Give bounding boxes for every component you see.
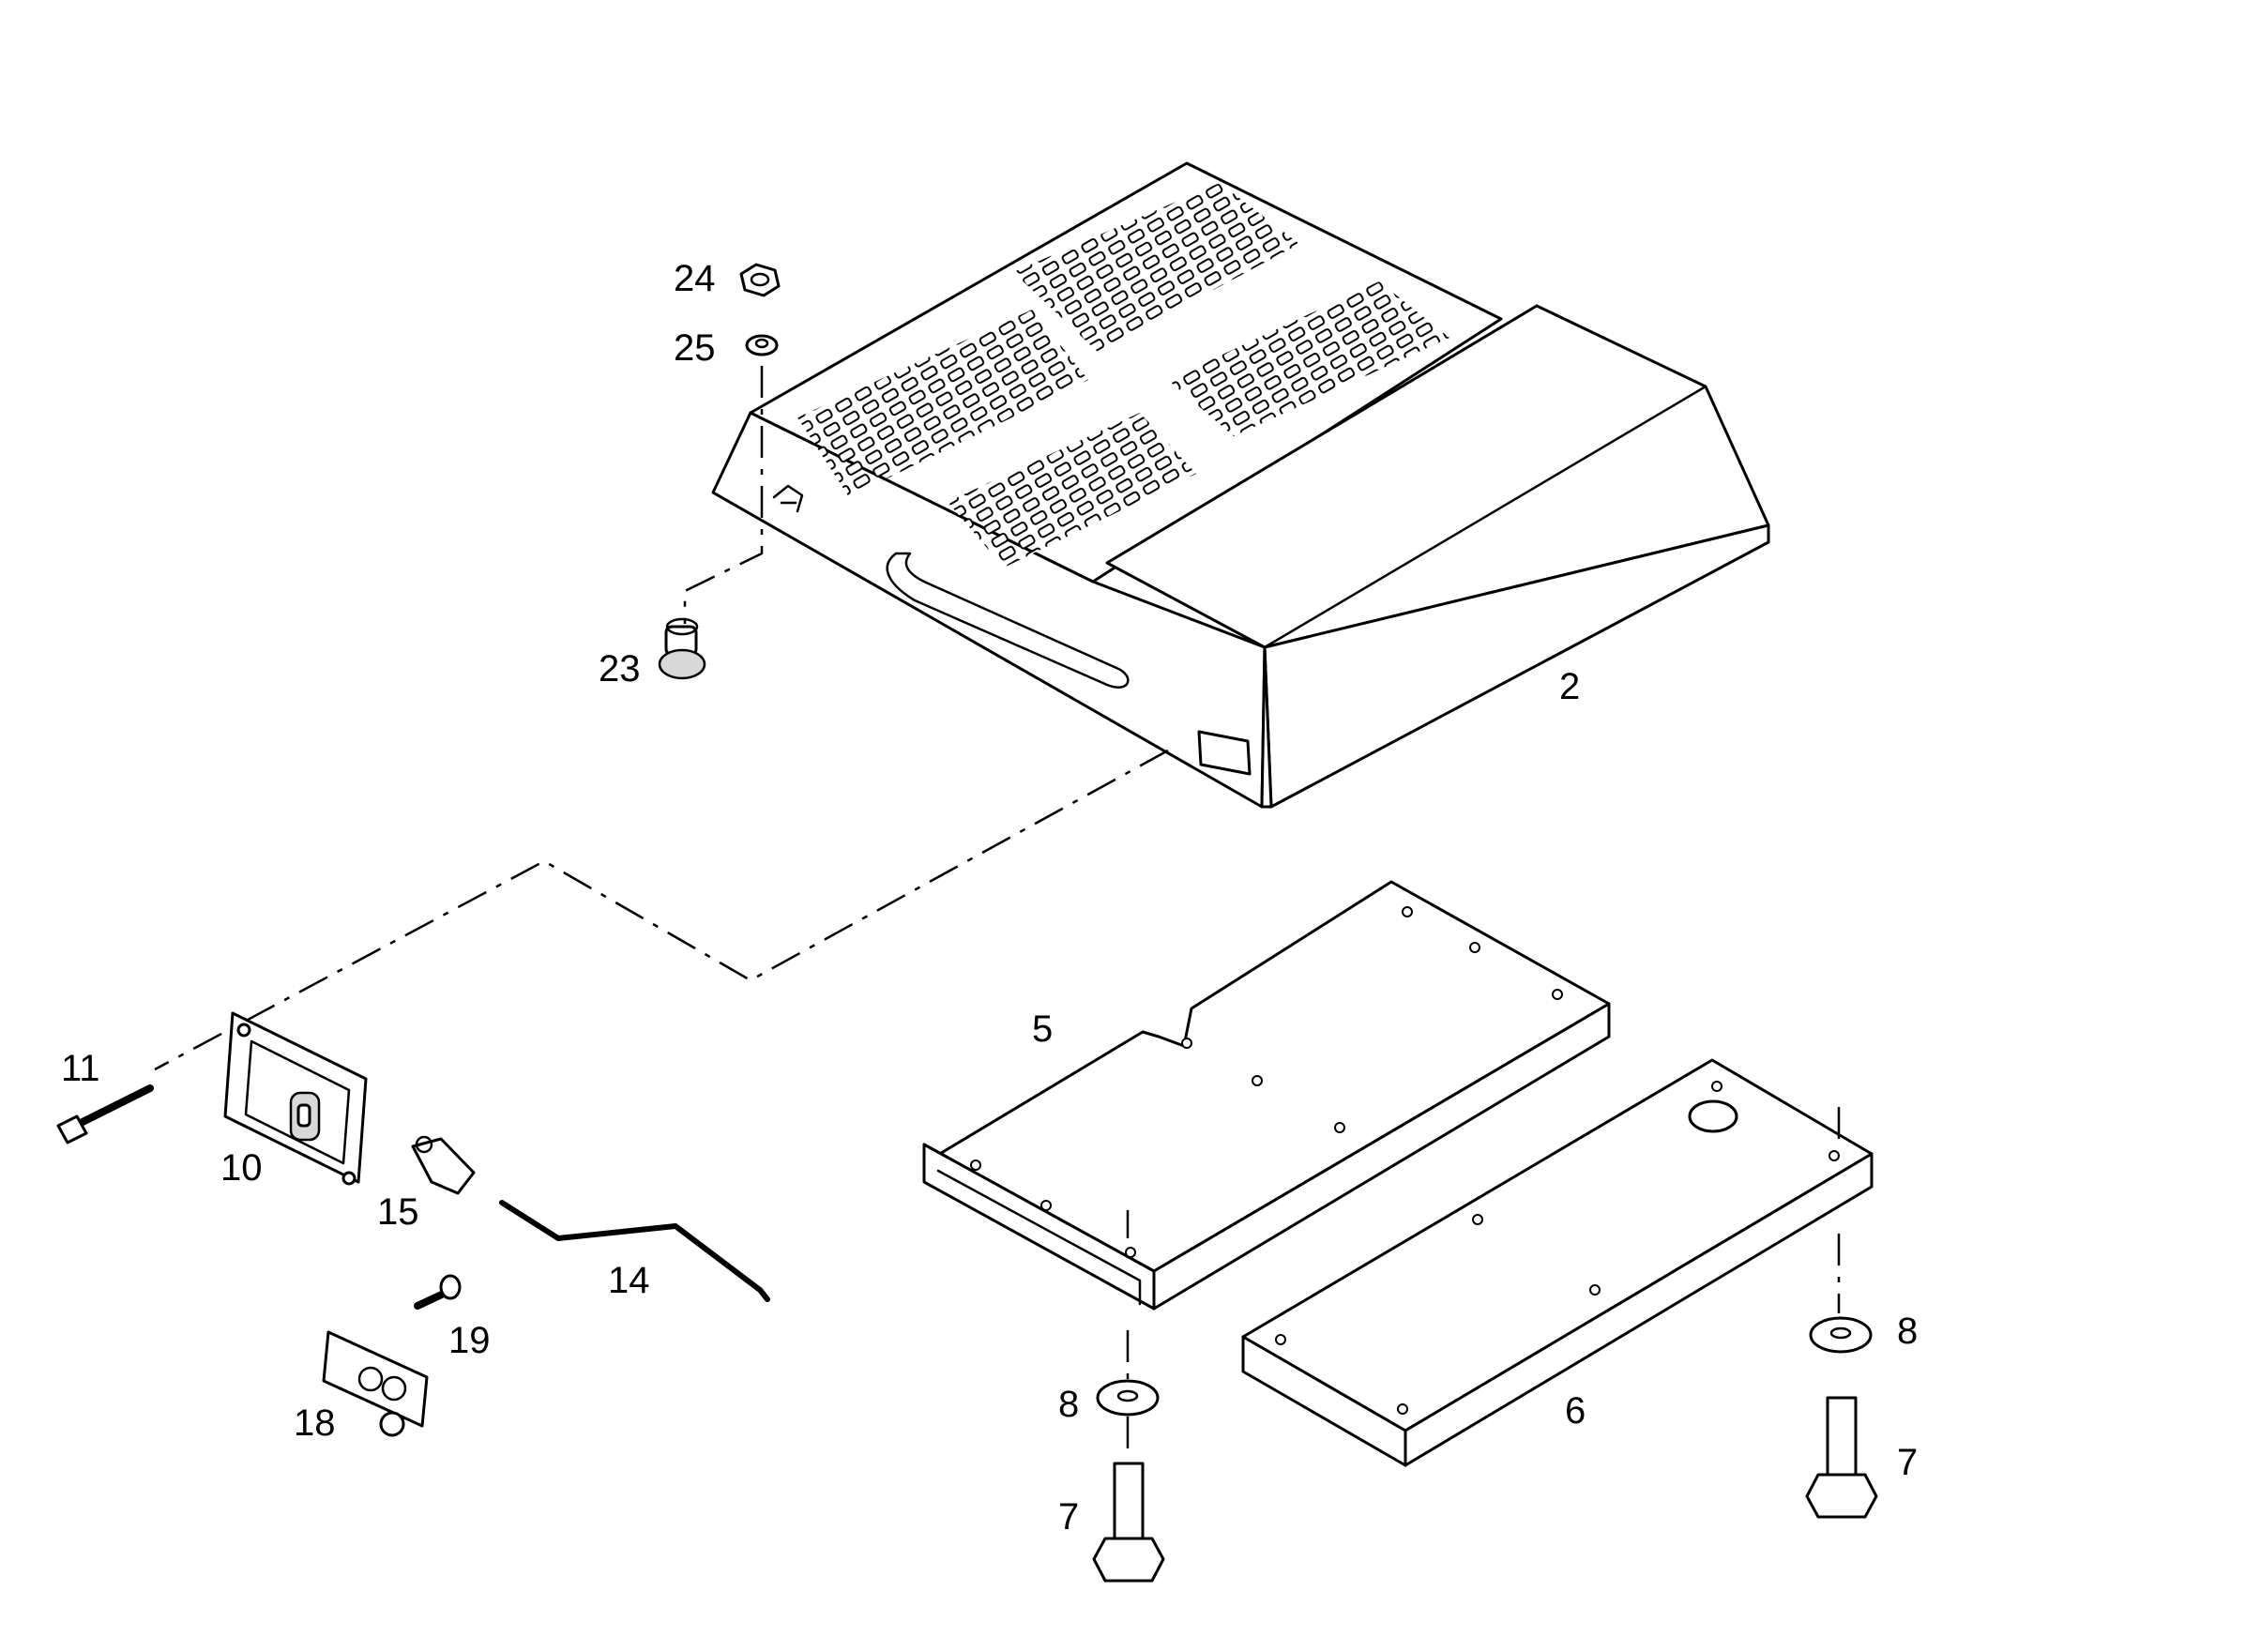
callout-7-right: 7 (1897, 1442, 1918, 1483)
callout-25: 25 (674, 327, 716, 369)
base-plate-lower (1241, 1058, 1874, 1467)
callout-24: 24 (674, 258, 716, 299)
callout-18: 18 (294, 1402, 336, 1444)
callout-11: 11 (61, 1048, 100, 1089)
base-plate-upper (922, 880, 1611, 1311)
leader-lock-path (154, 749, 1169, 1071)
cover-housing (711, 161, 1770, 809)
vent-panel-3 (948, 413, 1196, 568)
hex-nut (739, 263, 781, 297)
callout-14: 14 (608, 1260, 650, 1301)
callout-15: 15 (377, 1191, 419, 1233)
screw-long (56, 1084, 154, 1144)
vent-panel-2 (1013, 183, 1299, 352)
screw-short (414, 1274, 462, 1310)
brand-mark-icon (772, 484, 804, 513)
callout-7-left: 7 (1058, 1496, 1079, 1538)
stud-bolt (658, 617, 706, 680)
callout-10: 10 (220, 1147, 263, 1189)
washer-left (1096, 1379, 1160, 1417)
latch-clip (411, 1135, 476, 1195)
bolt-right (1805, 1396, 1878, 1519)
callout-6: 6 (1565, 1390, 1586, 1432)
callout-2: 2 (1559, 666, 1580, 707)
latch-window (1197, 730, 1252, 776)
vent-panel-4 (1168, 281, 1449, 436)
washer-right (1809, 1316, 1873, 1354)
callout-8-right: 8 (1897, 1311, 1918, 1352)
callout-8-left: 8 (1058, 1384, 1079, 1425)
callout-19: 19 (448, 1320, 491, 1361)
callout-23: 23 (599, 648, 641, 690)
bolt-left (1092, 1462, 1165, 1583)
mounting-bracket (322, 1330, 429, 1437)
linkage-rod (499, 1200, 770, 1302)
washer-small (745, 334, 779, 356)
callout-5: 5 (1032, 1008, 1053, 1050)
vent-panel-1 (797, 310, 1088, 497)
lock-housing (223, 1011, 368, 1186)
cover-handle (886, 552, 1130, 689)
